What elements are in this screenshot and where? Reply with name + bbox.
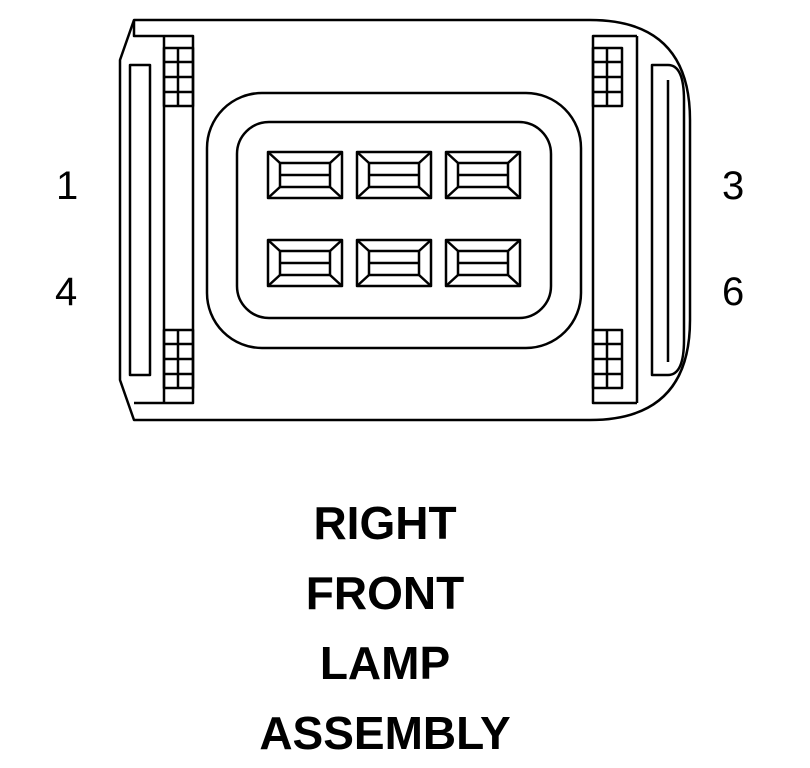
caption-line-3: LAMP [319,637,451,689]
cavity-2 [355,150,433,200]
cavity-5 [355,238,433,288]
cavity-1 [266,150,344,200]
grid-block-bottom-right [591,328,624,390]
pin-label-3: 3 [722,164,745,208]
connector-caption: RIGHT FRONT LAMP ASSEMBLY [0,488,770,768]
grid-block-top-right [591,46,624,108]
right-latch-slot [650,63,686,377]
pin-label-4: 4 [55,270,78,314]
grid-block-top-left [162,46,195,108]
terminal-shroud-outer [205,91,583,350]
pin-label-6: 6 [722,270,745,314]
caption-line-1: RIGHT [313,497,457,549]
connector-drawing [118,18,692,422]
terminal-shroud-inner [235,120,553,320]
connector-housing [118,18,692,422]
left-latch [132,20,195,405]
caption-line-2: FRONT [305,567,465,619]
grid-block-bottom-left [162,328,195,390]
pin-label-1: 1 [56,164,79,208]
caption-line-4: ASSEMBLY [259,707,511,759]
cavity-3 [444,150,522,200]
cavity-4 [266,238,344,288]
right-latch [591,34,637,405]
cavity-6 [444,238,522,288]
left-latch-slot [128,63,152,377]
